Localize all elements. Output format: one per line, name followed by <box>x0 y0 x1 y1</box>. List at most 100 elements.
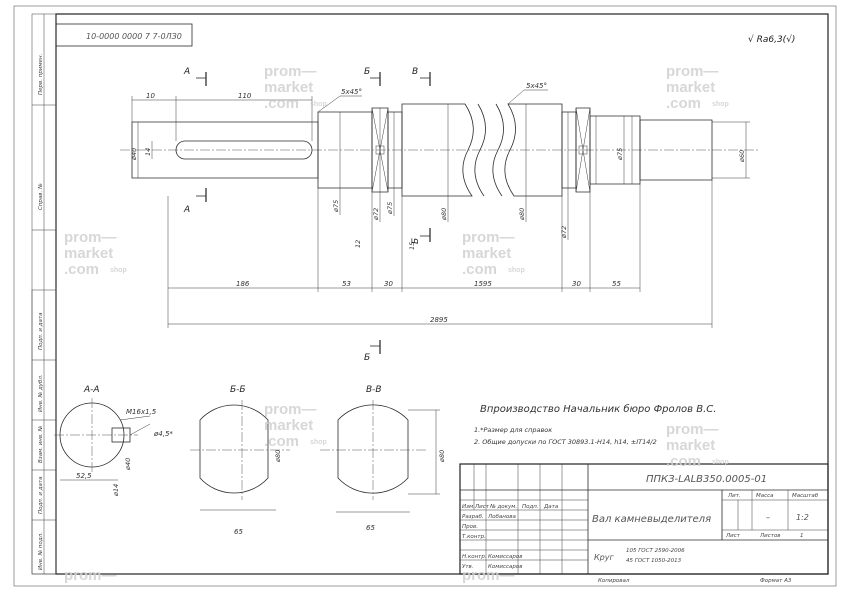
outer-frame <box>13 5 837 587</box>
shaft-main-body-right <box>504 103 563 197</box>
tb-list: Лист <box>474 504 490 510</box>
tb-tkontr: Т.контр. <box>462 534 486 540</box>
tb-doc: № докум. <box>489 504 517 510</box>
tb-utv-name: Комиссаров <box>488 564 523 570</box>
watermark-4-line1: prom— <box>462 229 515 246</box>
tb-prov: Пров. <box>462 524 478 530</box>
handwritten-note: Впроизводство Начальник бюро Фролов В.С. <box>480 403 716 415</box>
shaft-main-body-left <box>401 103 474 197</box>
tb-col-scale: Масштаб <box>792 493 819 499</box>
dim-dia-72: ø72 <box>372 208 380 221</box>
dim-aa-dia: ø40 <box>124 458 132 471</box>
dim-len-55: 55 <box>612 280 621 288</box>
note-1: 1.*Размер для справок <box>474 426 552 434</box>
length-dimensions: 186 53 30 1595 30 55 2895 <box>167 180 713 328</box>
tb-col-lit: Лит. <box>727 493 741 499</box>
section-aa: А-А М16х1,5 ø4,5* ø40 ø14 52,5 <box>54 385 173 497</box>
dim-dia-80b: ø80 <box>518 208 526 221</box>
watermark-4-line2: market <box>462 245 511 262</box>
watermark-7-line1: prom— <box>64 567 117 584</box>
tb-izm: Изм. <box>462 504 475 510</box>
section-aa-label: А-А <box>83 385 100 395</box>
watermark-2-line3: .com <box>666 95 701 112</box>
dim-aa-depth: ø4,5* <box>153 430 173 438</box>
tb-sheets-val: 1 <box>800 533 804 539</box>
cut-a-top-label: A <box>183 67 190 77</box>
strip-cell-4: Взам. инв. № <box>38 425 44 463</box>
dim-len-186: 186 <box>236 280 250 288</box>
watermark-3-line3: .com <box>64 261 99 278</box>
tb-date: Дата <box>543 504 559 510</box>
section-vv-label: В-В <box>366 385 382 395</box>
dim-len-53: 53 <box>342 280 351 288</box>
section-vv-shape <box>337 404 409 494</box>
dim-aa-size: 52,5 <box>76 472 92 480</box>
watermarks: prom— market .com shop prom— market .com… <box>64 63 729 584</box>
tb-name: Вал камневыделителя <box>592 514 711 525</box>
watermark-3-line2: market <box>64 245 113 262</box>
watermark-1-shop: shop <box>310 101 327 108</box>
section-vv: В-В 65 ø80 <box>320 385 446 532</box>
tb-utv: Утв. <box>462 564 474 570</box>
dim-dia-80: ø80 <box>440 208 448 221</box>
watermark-5-line1: prom— <box>264 401 317 418</box>
tb-sheet-label: Лист <box>725 533 741 539</box>
dim-dia-75b: ø75 <box>386 202 394 215</box>
roughness-mark: √ Ra6,3(√) <box>748 34 795 45</box>
dim-len-30b: 30 <box>572 280 581 288</box>
tb-razrab: Разраб. <box>462 514 484 520</box>
dim-bb-width: 65 <box>234 528 243 536</box>
watermark-1-line2: market <box>264 79 313 96</box>
cut-b-label: Б <box>364 67 370 77</box>
watermark-5-line2: market <box>264 417 313 434</box>
tb-nkontr: Н.контр. <box>462 554 487 560</box>
dim-dia-60: ø60 <box>738 150 746 163</box>
cut-b-mid-label: Б <box>411 238 421 244</box>
dim-vv-dia: ø80 <box>438 450 446 463</box>
strip-cell-0: Перв. примен. <box>38 53 44 95</box>
watermark-2-line1: prom— <box>666 63 719 80</box>
doc-code-text: 10-0000 0000 7 7-0ЛЗ0 <box>86 32 182 41</box>
tb-scale-val: 1:2 <box>796 513 809 522</box>
cut-v-label: В <box>412 67 418 77</box>
dim-dia-75: ø75 <box>332 200 340 213</box>
diameter-dimensions: ø40 14 ø75 ø72 ø75 ø80 ø80 ø72 ø75 ø60 1… <box>130 104 750 250</box>
dim-chamfer-2: 5х45° <box>526 82 547 90</box>
dim-dia-40: ø40 <box>130 148 138 161</box>
watermark-1-line1: prom— <box>264 63 317 80</box>
tb-razrab-name: Лобанова <box>487 514 516 520</box>
dim-len-1595: 1595 <box>474 280 492 288</box>
dim-key-14: 14 <box>144 148 152 156</box>
watermark-1-line3: .com <box>264 95 299 112</box>
footer-format: Формат А3 <box>760 578 792 584</box>
section-bb-label: Б-Б <box>230 385 246 395</box>
dim-dia-72b: ø72 <box>560 226 568 239</box>
watermark-8-line1: prom— <box>462 567 515 584</box>
strip-cell-1: Справ. № <box>38 183 44 210</box>
dim-key-110: 110 <box>238 92 252 100</box>
watermark-6-line2: market <box>666 437 715 454</box>
keyway-slot <box>175 140 313 160</box>
watermark-4-shop: shop <box>508 267 525 274</box>
strip-cell-5: Подп. и дата <box>38 476 44 514</box>
watermark-2-shop: shop <box>712 101 729 108</box>
shaft-break-left <box>474 103 486 197</box>
note-2: 2. Общие допуски по ГОСТ 30893.1-Н14, h1… <box>474 438 657 446</box>
dim-15: 15 <box>408 242 416 250</box>
shaft-break-right <box>492 103 504 197</box>
shaft-main-view: 5х45° 5х45° <box>120 82 760 197</box>
tb-sheets-label: Листов <box>759 533 781 539</box>
watermark-3-shop: shop <box>110 267 127 274</box>
dim-12: 12 <box>354 240 362 248</box>
watermark-5-line3: .com <box>264 433 299 450</box>
watermark-6-line3: .com <box>666 453 701 470</box>
tb-mass-val: – <box>766 513 770 522</box>
cut-a-bottom-label: A <box>183 205 190 215</box>
tb-material-prefix: Круг <box>594 553 614 562</box>
cut-b-bottom-label: Б <box>364 353 370 363</box>
section-markers: A A Б В Б Б <box>183 67 431 363</box>
left-strip: Перв. примен. Справ. № Подп. и дата Инв.… <box>31 13 57 575</box>
strip-cell-3: Инв. № дубл. <box>38 374 44 412</box>
dim-total: 2895 <box>430 316 448 324</box>
